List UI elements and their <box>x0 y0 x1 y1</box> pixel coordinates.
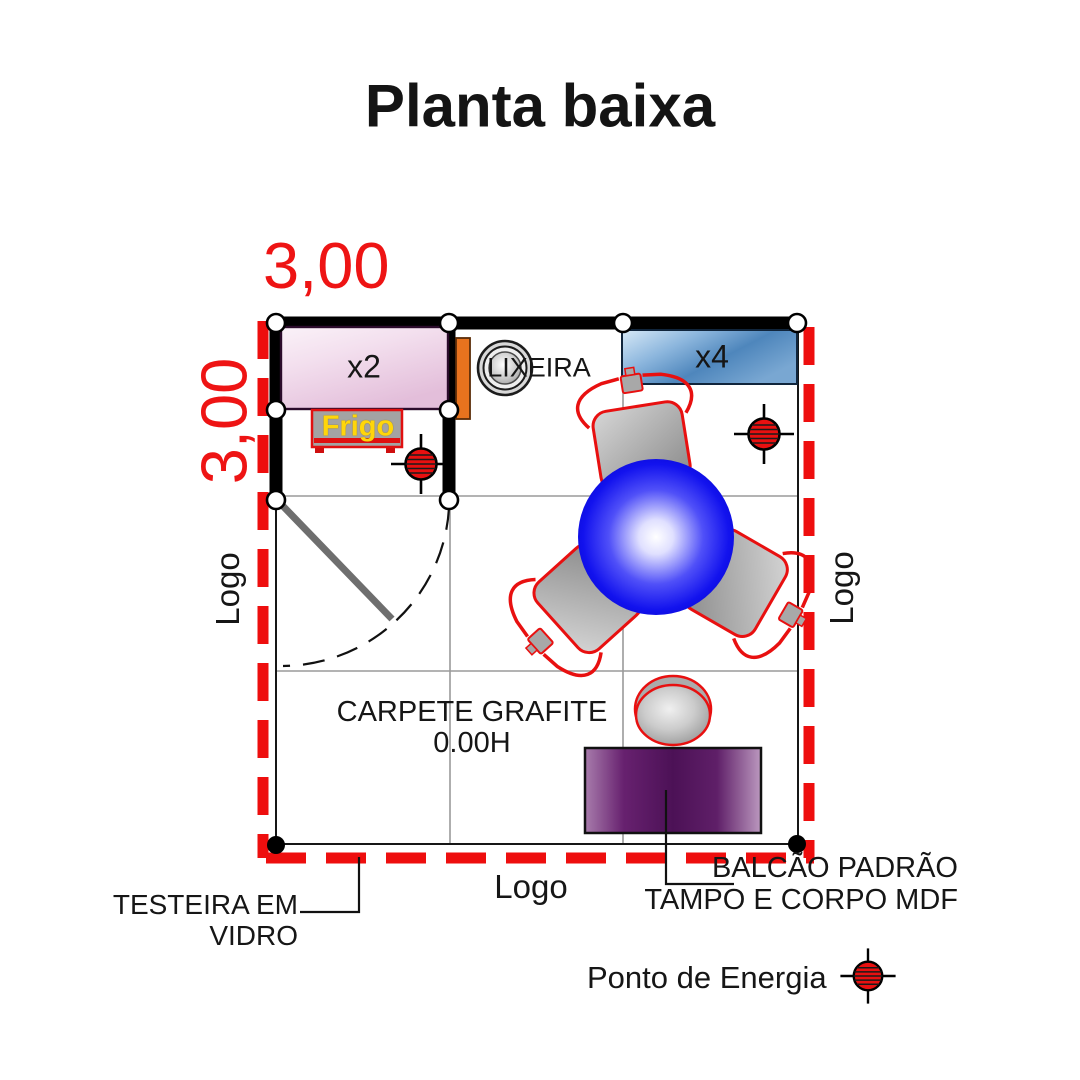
leader-testeira <box>300 857 361 914</box>
legend-power-point-icon <box>839 947 897 1005</box>
wall-node <box>786 312 808 334</box>
orange-panel <box>455 337 471 420</box>
legend-energy-label: Ponto de Energia <box>587 960 827 995</box>
leader-balcao <box>664 790 734 886</box>
fridge <box>310 408 404 453</box>
carpet-note-line2: 0.00H <box>433 727 511 759</box>
lixeira-label: LIXEIRA <box>487 352 591 383</box>
logo-left: Logo <box>209 552 246 626</box>
corner-dot <box>267 836 285 854</box>
dimension-left: 3,00 <box>187 357 261 485</box>
reception-counter <box>583 746 763 835</box>
stool <box>633 674 713 747</box>
wall-node <box>265 399 287 421</box>
round-table <box>578 459 734 615</box>
wall-node <box>438 489 460 511</box>
carpet-note: CARPETE GRAFITE 0.00H <box>331 697 613 759</box>
wall-node <box>612 312 634 334</box>
trash-bin-icon <box>476 339 534 397</box>
logo-right: Logo <box>823 551 860 625</box>
logo-bottom: Logo <box>494 868 568 905</box>
testeira-callout-line1: TESTEIRA EM <box>112 889 298 920</box>
balcao-callout: BALCÃO PADRÃO TAMPO E CORPO MDF <box>644 852 958 916</box>
door-swing-arc <box>282 507 451 668</box>
shelf-x4-label: x4 <box>695 338 729 375</box>
wall-node <box>265 489 287 511</box>
wall-nodes <box>265 312 808 511</box>
door-leaf <box>277 500 395 622</box>
carpet-note-line1: CARPETE GRAFITE <box>336 696 608 728</box>
page-title: Planta baixa <box>364 72 716 140</box>
balcao-callout-line1: BALCÃO PADRÃO <box>711 852 958 884</box>
frigo-label: Frigo <box>321 410 395 443</box>
wall-node <box>438 312 460 334</box>
corner-dot <box>788 835 806 853</box>
power-point-icon <box>732 402 796 466</box>
wall-node <box>438 399 460 421</box>
dimension-top: 3,00 <box>263 229 390 302</box>
balcao-callout-line2: TAMPO E CORPO MDF <box>644 884 958 916</box>
testeira-callout-line2: VIDRO <box>209 920 298 951</box>
counter-x2-label: x2 <box>347 348 381 385</box>
wall-node <box>265 312 287 334</box>
testeira-callout: TESTEIRA EM VIDRO <box>113 889 298 951</box>
